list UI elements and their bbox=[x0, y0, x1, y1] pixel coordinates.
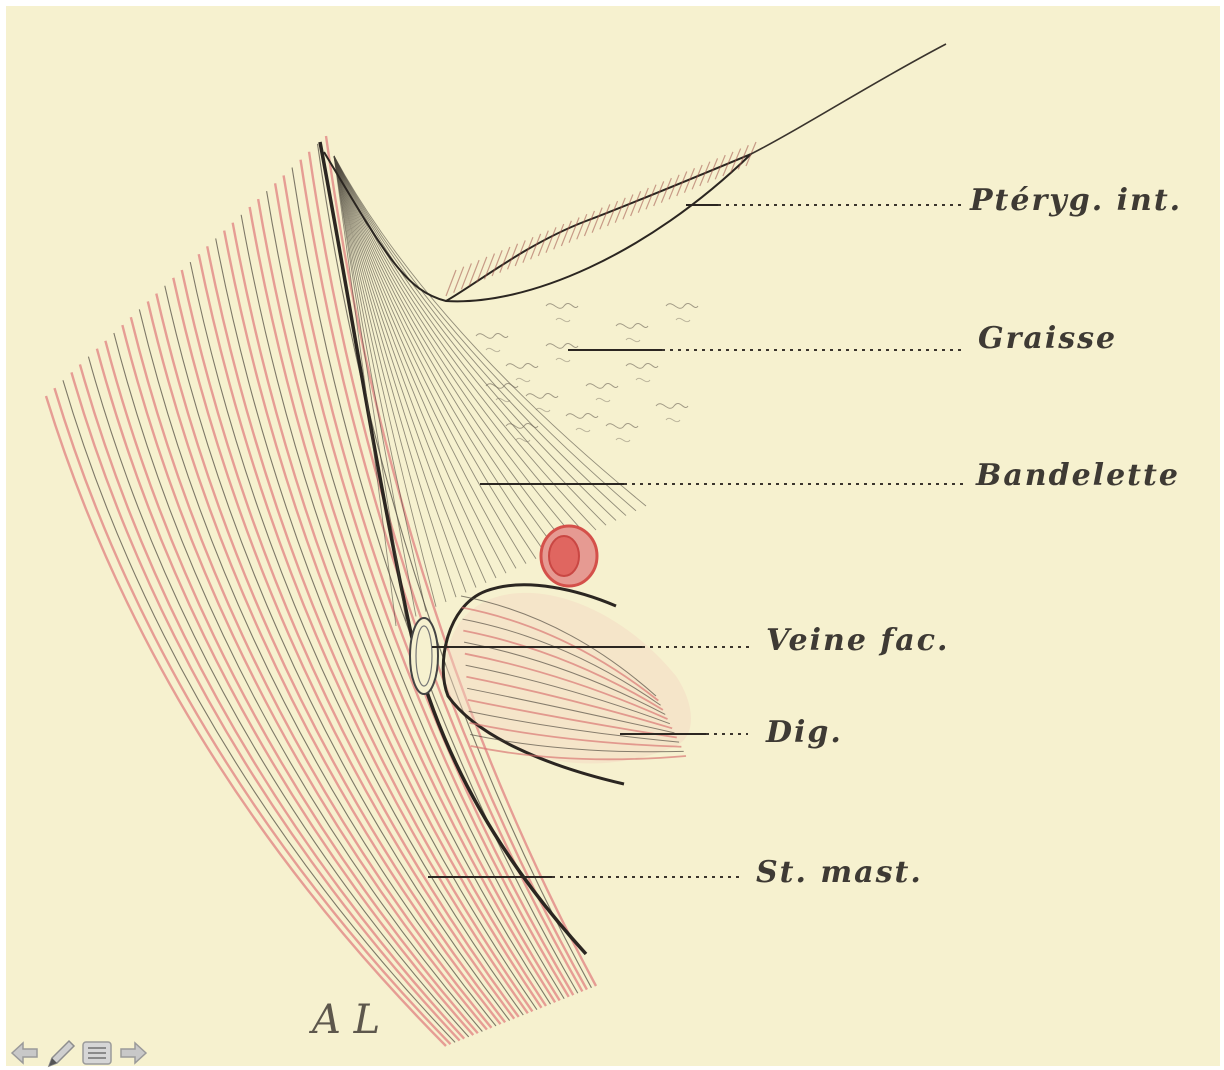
anatomical-drawing bbox=[6, 6, 1220, 1066]
fat-squiggle bbox=[616, 323, 648, 328]
muscle-fiber bbox=[301, 160, 583, 992]
pterygoid-outline bbox=[324, 152, 751, 301]
fat-squiggle bbox=[556, 318, 570, 321]
arrow-right-icon bbox=[118, 1040, 148, 1066]
fat-squiggle bbox=[546, 303, 578, 308]
fat-squiggle bbox=[546, 343, 578, 348]
annotate-button[interactable] bbox=[44, 1038, 78, 1068]
viewer-nav-toolbar bbox=[8, 1038, 150, 1068]
fat-squiggle bbox=[616, 438, 630, 441]
fat-squiggle bbox=[486, 348, 500, 351]
fat-squiggle bbox=[666, 418, 680, 421]
pencil-icon bbox=[45, 1038, 77, 1068]
facial-vein bbox=[410, 618, 438, 694]
fat-squiggle bbox=[566, 413, 598, 418]
fat-squiggle bbox=[586, 383, 618, 388]
bandelette-fibers bbox=[334, 156, 646, 626]
fat-squiggle bbox=[636, 378, 650, 381]
sternomastoid-muscle-fibers bbox=[46, 136, 596, 1046]
label-bandelette: Bandelette bbox=[976, 461, 1180, 491]
label-graisse: Graisse bbox=[978, 324, 1117, 354]
facial-artery bbox=[541, 526, 597, 586]
label-dig: Dig. bbox=[766, 718, 843, 748]
leader-lines bbox=[428, 205, 964, 877]
fat-squiggle bbox=[506, 363, 538, 368]
list-icon bbox=[81, 1040, 113, 1066]
label-veine-fac: Veine fac. bbox=[766, 626, 949, 656]
fat-squiggle bbox=[626, 338, 640, 341]
fat-squiggle bbox=[666, 303, 698, 308]
fat-squiggle bbox=[556, 358, 570, 361]
list-button[interactable] bbox=[80, 1038, 114, 1068]
next-button[interactable] bbox=[116, 1038, 150, 1068]
fascia-fiber bbox=[334, 156, 636, 511]
fascia-fiber bbox=[334, 156, 646, 506]
artist-signature: A L bbox=[312, 1000, 380, 1040]
label-st-mast: St. mast. bbox=[756, 858, 923, 888]
fat-squiggle bbox=[596, 398, 610, 401]
fat-squiggle bbox=[606, 423, 638, 428]
arrow-left-icon bbox=[10, 1040, 40, 1066]
fat-squiggle bbox=[516, 378, 530, 381]
fascia-fiber bbox=[334, 156, 426, 612]
previous-button[interactable] bbox=[8, 1038, 42, 1068]
fat-squiggle bbox=[526, 393, 558, 398]
fat-squiggle bbox=[626, 363, 658, 368]
fat-squiggle bbox=[676, 318, 690, 321]
pterygoid-hatching bbox=[446, 142, 756, 296]
fat-squiggle bbox=[576, 428, 590, 431]
fat-squiggle bbox=[656, 403, 688, 408]
label-pteryg-int: Ptéryg. int. bbox=[970, 186, 1182, 216]
fat-squiggle bbox=[516, 438, 530, 441]
fat-squiggle bbox=[476, 333, 508, 338]
anatomical-plate: Ptéryg. int. Graisse Bandelette Veine fa… bbox=[6, 6, 1220, 1066]
pterygoid-tail bbox=[751, 44, 946, 154]
